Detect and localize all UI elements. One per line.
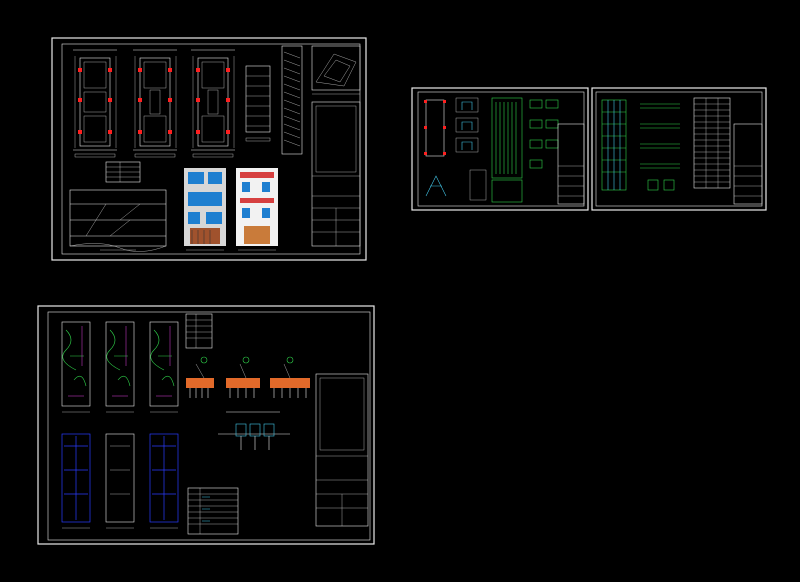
electrical-plans xyxy=(61,433,179,529)
column-schedule xyxy=(693,97,731,189)
beam-details xyxy=(640,103,680,191)
sheet-border xyxy=(37,305,375,545)
building-section xyxy=(69,189,167,252)
sanitary-plans xyxy=(61,321,179,413)
symbol-legend xyxy=(185,313,213,349)
foundation-plan xyxy=(424,99,446,157)
isometric-diagrams xyxy=(186,356,310,398)
title-block xyxy=(311,101,361,247)
slab-plan xyxy=(601,99,627,191)
legend-table xyxy=(105,161,141,183)
facade-color xyxy=(184,168,226,251)
sheet-border xyxy=(591,87,767,211)
sheet-border xyxy=(411,87,589,211)
title-block xyxy=(315,373,369,527)
sheet-architecture[interactable] xyxy=(51,37,367,261)
stair-detail xyxy=(425,169,487,201)
floor-plan-1 xyxy=(73,49,117,158)
floor-plans[interactable] xyxy=(73,49,271,158)
beam-elevation xyxy=(491,97,523,203)
title-block xyxy=(733,123,763,205)
sheet-structures-b[interactable] xyxy=(591,87,767,211)
sheet-margin xyxy=(47,311,371,541)
sheet-structures-a[interactable] xyxy=(411,87,589,211)
title-block xyxy=(557,123,585,205)
footing-details xyxy=(455,97,479,153)
sheet-installations[interactable] xyxy=(37,305,375,545)
sheet-border xyxy=(51,37,367,261)
installation-legend xyxy=(187,487,239,535)
single-line-diagram xyxy=(218,411,290,450)
roof-plan xyxy=(245,65,271,142)
location-plan xyxy=(281,45,361,155)
floor-plan-2 xyxy=(133,49,177,158)
facade-elevation xyxy=(236,168,278,251)
floor-plan-3 xyxy=(191,49,235,158)
